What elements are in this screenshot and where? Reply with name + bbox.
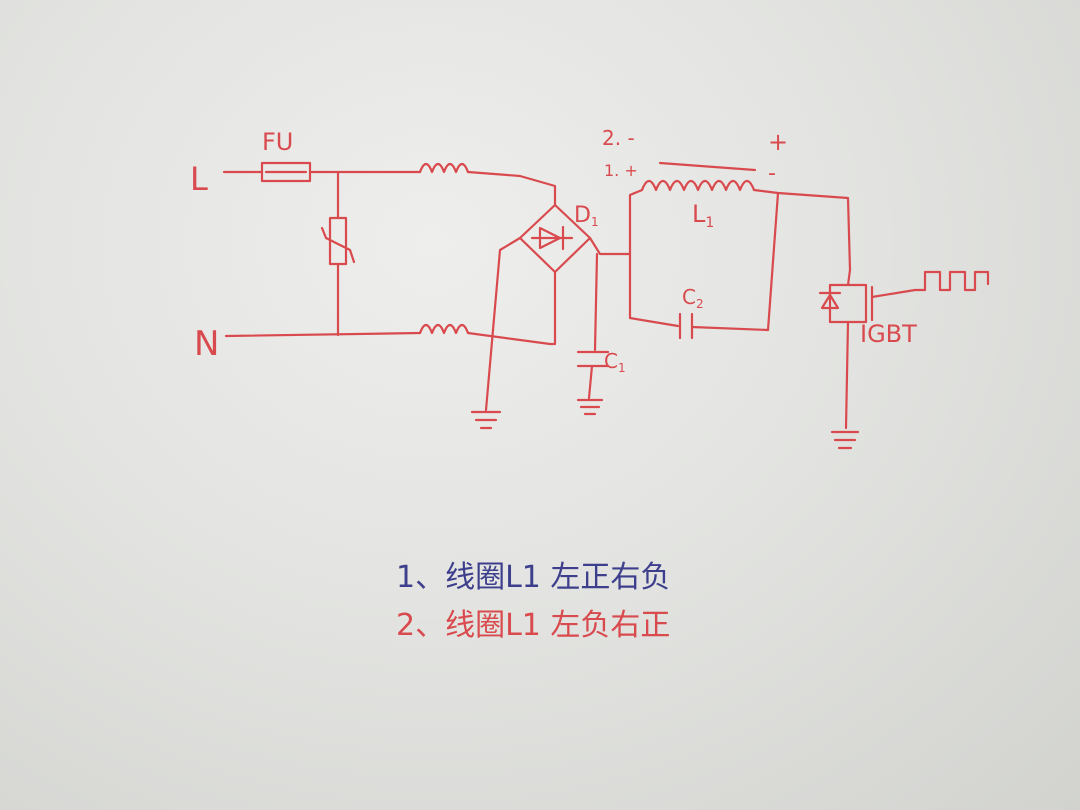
n-to-bridge-wire bbox=[466, 270, 557, 346]
polarity-2-left: 2. - bbox=[602, 126, 635, 150]
c2-wire-left bbox=[628, 316, 680, 328]
c1-wire-bottom bbox=[587, 364, 594, 400]
bridge-label: D1 bbox=[574, 203, 599, 229]
note-1: 1、线圈L1 左正右负 bbox=[396, 560, 671, 595]
igbt-collector-wire bbox=[846, 268, 852, 287]
line-label: L bbox=[190, 160, 208, 198]
ground-igbt bbox=[830, 430, 860, 450]
igbt-label: IGBT bbox=[860, 320, 917, 348]
bridge-negative-wire bbox=[484, 236, 522, 412]
c1-wire-top bbox=[593, 252, 599, 352]
c2-wire-right bbox=[690, 325, 770, 332]
ground-c1 bbox=[576, 398, 604, 416]
igbt-emitter-wire bbox=[844, 320, 850, 430]
polarity-1-right: - bbox=[768, 161, 776, 186]
varistor-slash bbox=[320, 226, 356, 264]
coil-label: L1 bbox=[692, 200, 714, 231]
coil-right-wire bbox=[752, 188, 852, 272]
coil-bar bbox=[658, 161, 757, 172]
ground-left bbox=[470, 410, 502, 430]
l-to-bridge-wire bbox=[466, 170, 557, 207]
polarity-1-left: 1. + bbox=[604, 161, 638, 180]
cap1-label: C1 bbox=[604, 349, 626, 375]
inductor-l-line bbox=[418, 162, 470, 174]
gate-pulse-waveform bbox=[913, 270, 990, 292]
cap2-label: C2 bbox=[682, 285, 704, 311]
bus-to-coil-wire bbox=[628, 188, 644, 320]
dc-bus-wire bbox=[588, 236, 632, 256]
fuse-label: FU bbox=[262, 128, 293, 156]
note-2: 2、线圈L1 左负右正 bbox=[396, 608, 671, 643]
bridge-diamond bbox=[518, 203, 592, 274]
igbt-gate-wire bbox=[870, 288, 917, 299]
polarity-2-right: + bbox=[768, 128, 788, 156]
neutral-input-wire bbox=[224, 331, 422, 338]
coil-l1 bbox=[640, 179, 756, 192]
igbt-diode-triangle bbox=[820, 293, 840, 310]
neutral-label: N bbox=[194, 324, 219, 364]
inductor-n-line bbox=[418, 323, 470, 335]
igbt-body bbox=[828, 283, 868, 324]
coil-right-down-wire bbox=[766, 191, 780, 332]
